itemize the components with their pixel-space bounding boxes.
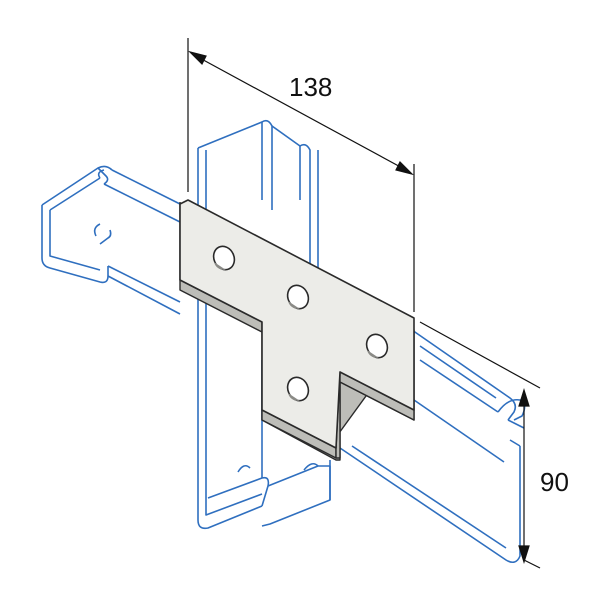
height-dimension-label: 90 [540, 467, 569, 497]
horizontal-channel [41, 165, 526, 564]
arrowhead-height-top [518, 387, 530, 407]
arrowhead-height-bottom [518, 545, 530, 565]
width-dimension-line [195, 55, 407, 171]
tee-plate [179, 199, 415, 461]
hole-top-left [212, 245, 236, 271]
hole-right [365, 333, 389, 359]
hole-center [286, 284, 310, 310]
hole-bottom [286, 376, 310, 402]
plate-holes [212, 245, 389, 402]
extension-line-bottom [523, 559, 541, 569]
plate-face [179, 199, 415, 449]
extension-line-top [419, 321, 541, 389]
arrowhead-width-right [395, 160, 414, 176]
width-dimension-label: 138 [289, 72, 333, 102]
arrowhead-width-left [188, 50, 207, 66]
dimension-lines [187, 38, 541, 569]
